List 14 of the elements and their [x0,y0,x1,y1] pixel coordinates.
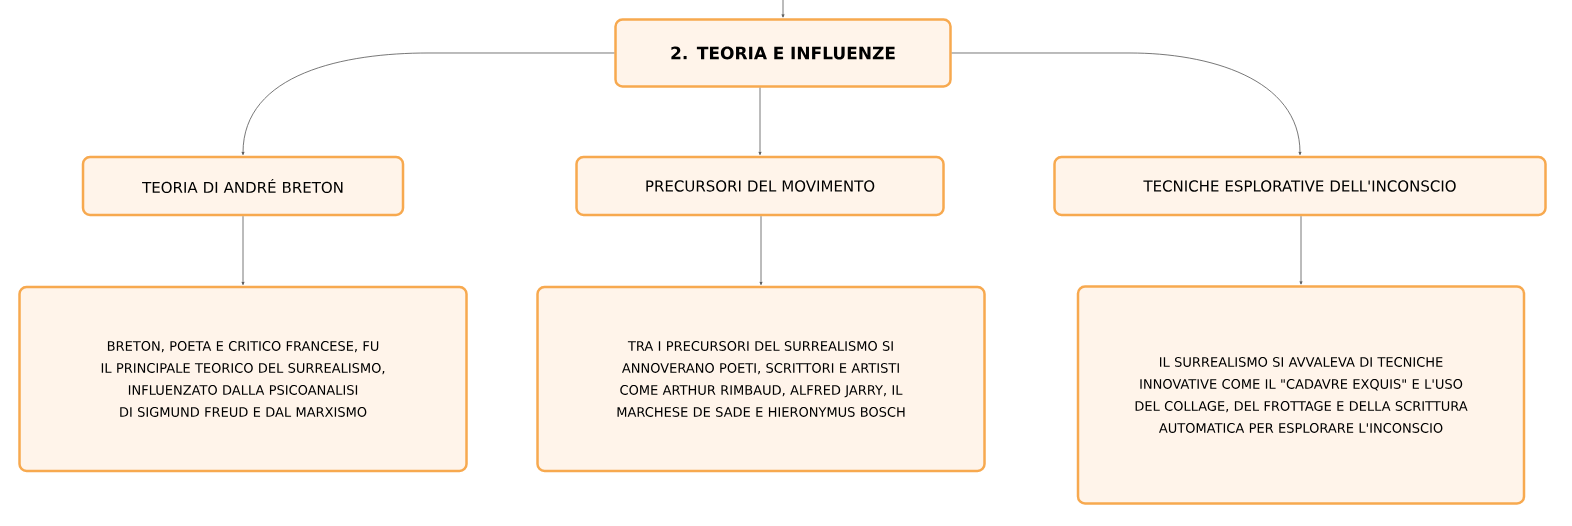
arrow [759,215,763,286]
arrow [1299,215,1303,285]
arrow [951,52,1302,156]
topic-box: TEORIA DI ANDRÉ BRETON [81,155,405,217]
title-box: 2. TEORIA E INFLUENZE [614,18,952,88]
arrow [241,215,245,286]
arrow [758,87,762,156]
topic-box: PRECURSORI DEL MOVIMENTO [575,155,945,217]
arrow [781,0,785,18]
text-box: BRETON, POETA E CRITICO FRANCESE, FU IL PRINCIPALE TEORICO DEL SURREALISMO, INFLUENZATO DALLA PSICOANALISI DI SIGMUND FREUD E DAL MARXISMO [18,285,468,473]
text-box: IL SURREALISMO SI AVVALEVA DI TECNICHE INNOVATIVE COME IL "CADAVRE EXQUIS" E L'USO DEL COLLAGE, DEL FROTTAGE E DELLA SCRITTURA AUTOMATICA PER ESPLORARE L'INCONSCIO [1076,285,1526,505]
arrow [241,52,615,156]
topic-box: TECNICHE ESPLORATIVE DELL'INCONSCIO [1053,155,1547,217]
text-box: TRA I PRECURSORI DEL SURREALISMO SI ANNOVERANO POETI, SCRITTORI E ARTISTI COME ARTHUR RIMBAUD, ALFRED JARRY, IL MARCHESE DE SADE E HIERONYMUS BOSCH [536,285,986,473]
